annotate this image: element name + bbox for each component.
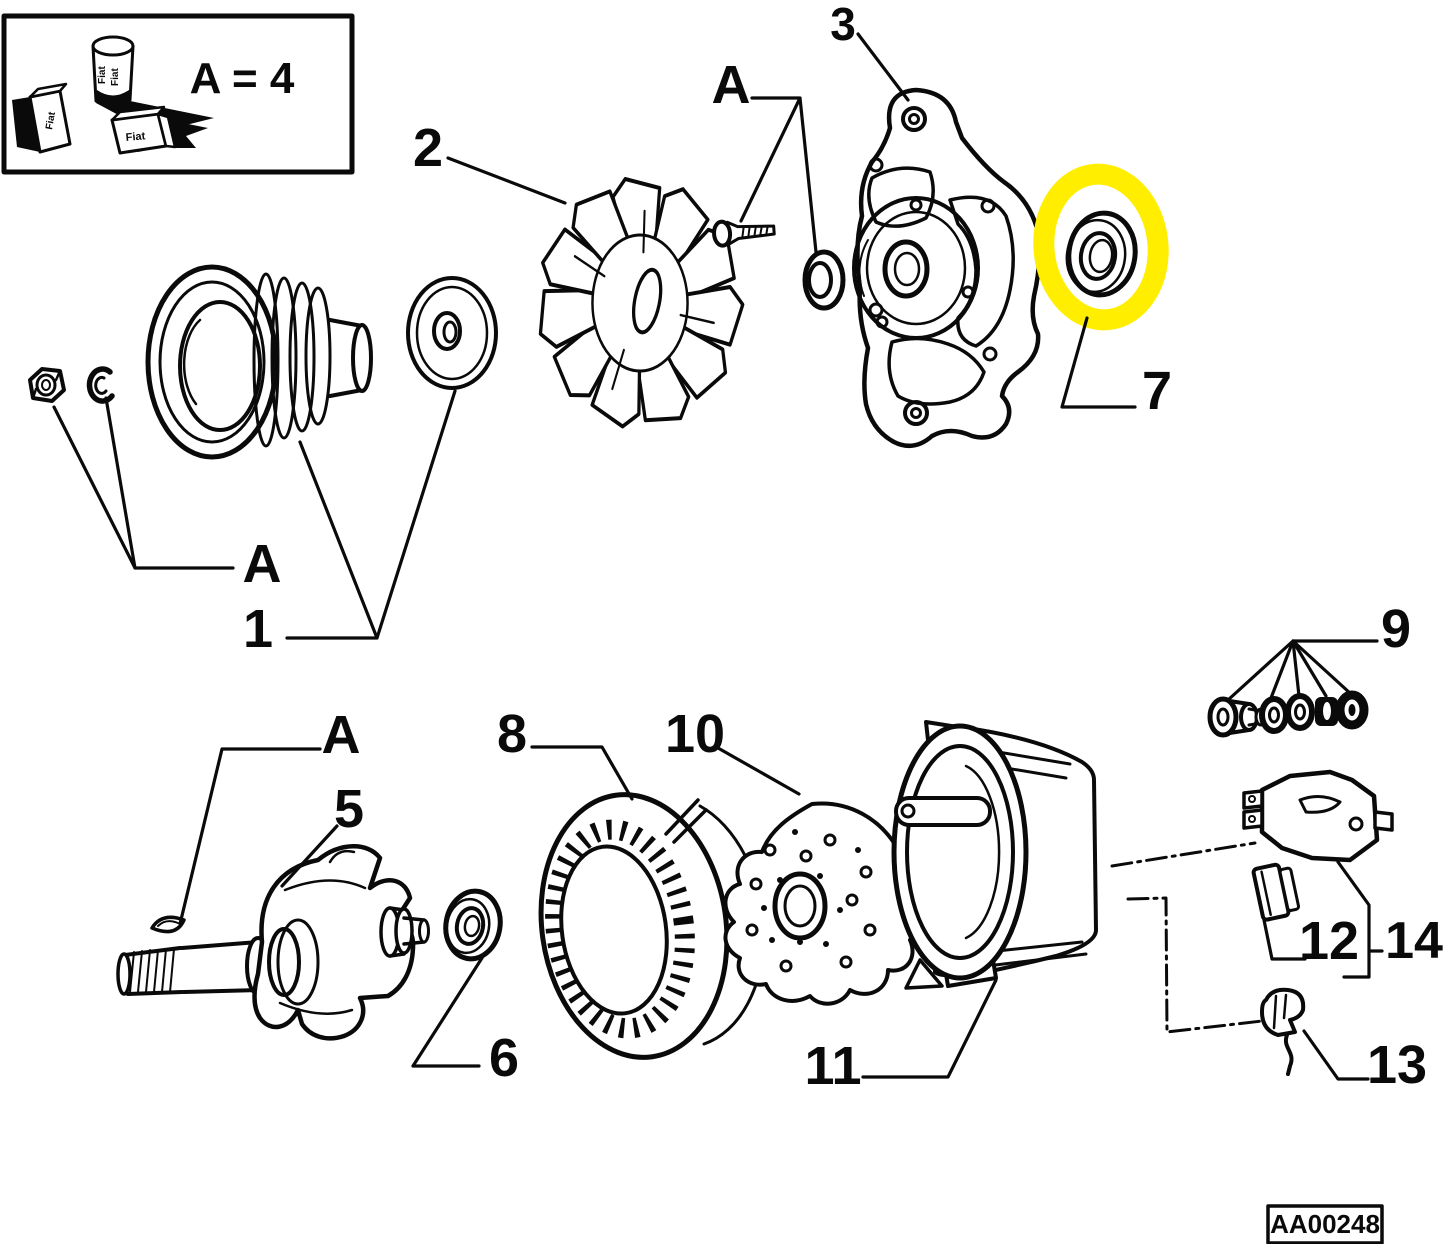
part-screw [712, 219, 776, 248]
callout-14: 14 [1385, 912, 1443, 970]
part-fan [538, 177, 745, 429]
leader-3 [856, 32, 910, 102]
leader-a-key [178, 747, 322, 926]
callout-a-pulley: A [243, 534, 282, 594]
part-front-bracket [852, 87, 1042, 449]
part-pulley [145, 264, 373, 460]
part-bearing-7 [1065, 210, 1138, 298]
leader-5 [280, 824, 339, 888]
leader-13 [1302, 1029, 1370, 1081]
diagram-code-box: AA00248 [1266, 1204, 1384, 1244]
callout-a-key: A [322, 705, 361, 765]
fiat-brand-text: Fiat [125, 130, 146, 144]
leader-2 [446, 156, 567, 205]
leader-a-top [739, 96, 818, 254]
callout-6: 6 [489, 1028, 519, 1088]
callout-13: 13 [1367, 1035, 1427, 1095]
leader-6 [411, 956, 484, 1068]
fiat-brand-text: Fiat [97, 66, 108, 84]
leader-7 [1060, 316, 1137, 409]
leader-12-14 [1262, 860, 1384, 979]
part-spacer-ring [802, 249, 846, 311]
part-lock-washer [86, 366, 115, 404]
part-shaft-key [150, 915, 186, 934]
callout-3: 3 [830, 0, 856, 50]
part-pulley-washer-disc [406, 276, 498, 390]
callout-10: 10 [665, 704, 725, 764]
callout-1: 1 [243, 599, 273, 659]
legend-shadow-right [168, 120, 208, 148]
callout-7: 7 [1142, 361, 1172, 421]
callout-8: 8 [497, 704, 527, 764]
callout-a-screw: A [712, 55, 751, 115]
leader-lines [52, 32, 1384, 1081]
legend-equation: A = 4 [190, 54, 295, 103]
diagram-code: AA00248 [1270, 1209, 1380, 1239]
callout-2: 2 [413, 118, 443, 178]
callout-12: 12 [1299, 911, 1359, 971]
part-nut [28, 367, 66, 403]
assembly-centerlines [1110, 841, 1264, 1034]
highlight-ellipse [1033, 163, 1169, 331]
part-fastener-set [1207, 690, 1369, 738]
legend-fiat-box-left: Fiat [28, 82, 72, 154]
part-brush-pack [1251, 862, 1301, 922]
highlight-ring [1033, 163, 1169, 331]
fiat-brand-text: Fiat [44, 110, 58, 130]
leader-11 [861, 978, 998, 1079]
leader-10 [716, 746, 801, 796]
part-rotor [116, 844, 430, 1041]
part-suppressor [1260, 987, 1306, 1076]
callout-5: 5 [334, 779, 364, 839]
part-stator [538, 792, 766, 1060]
leader-a-pulley [52, 396, 235, 570]
callout-9: 9 [1381, 599, 1411, 659]
legend-fiat-stick: Fiat Fiat [91, 35, 135, 108]
part-regulator [1242, 769, 1394, 863]
legend-shadow-left [12, 97, 40, 152]
leader-1 [285, 389, 457, 640]
leader-8 [530, 745, 634, 801]
callout-11: 11 [804, 1036, 861, 1096]
leader-9 [1226, 639, 1379, 702]
legend-fiat-box-right: Fiat [110, 105, 177, 155]
part-rear-housing [891, 720, 1098, 990]
part-bearing-6 [443, 888, 503, 962]
callouts: 2 A 3 7 A 1 A 5 8 10 9 11 6 12 14 13 [243, 0, 1443, 1096]
fiat-brand-text: Fiat [110, 68, 121, 86]
legend-box: Fiat Fiat Fiat Fiat A = 4 [1, 13, 355, 175]
